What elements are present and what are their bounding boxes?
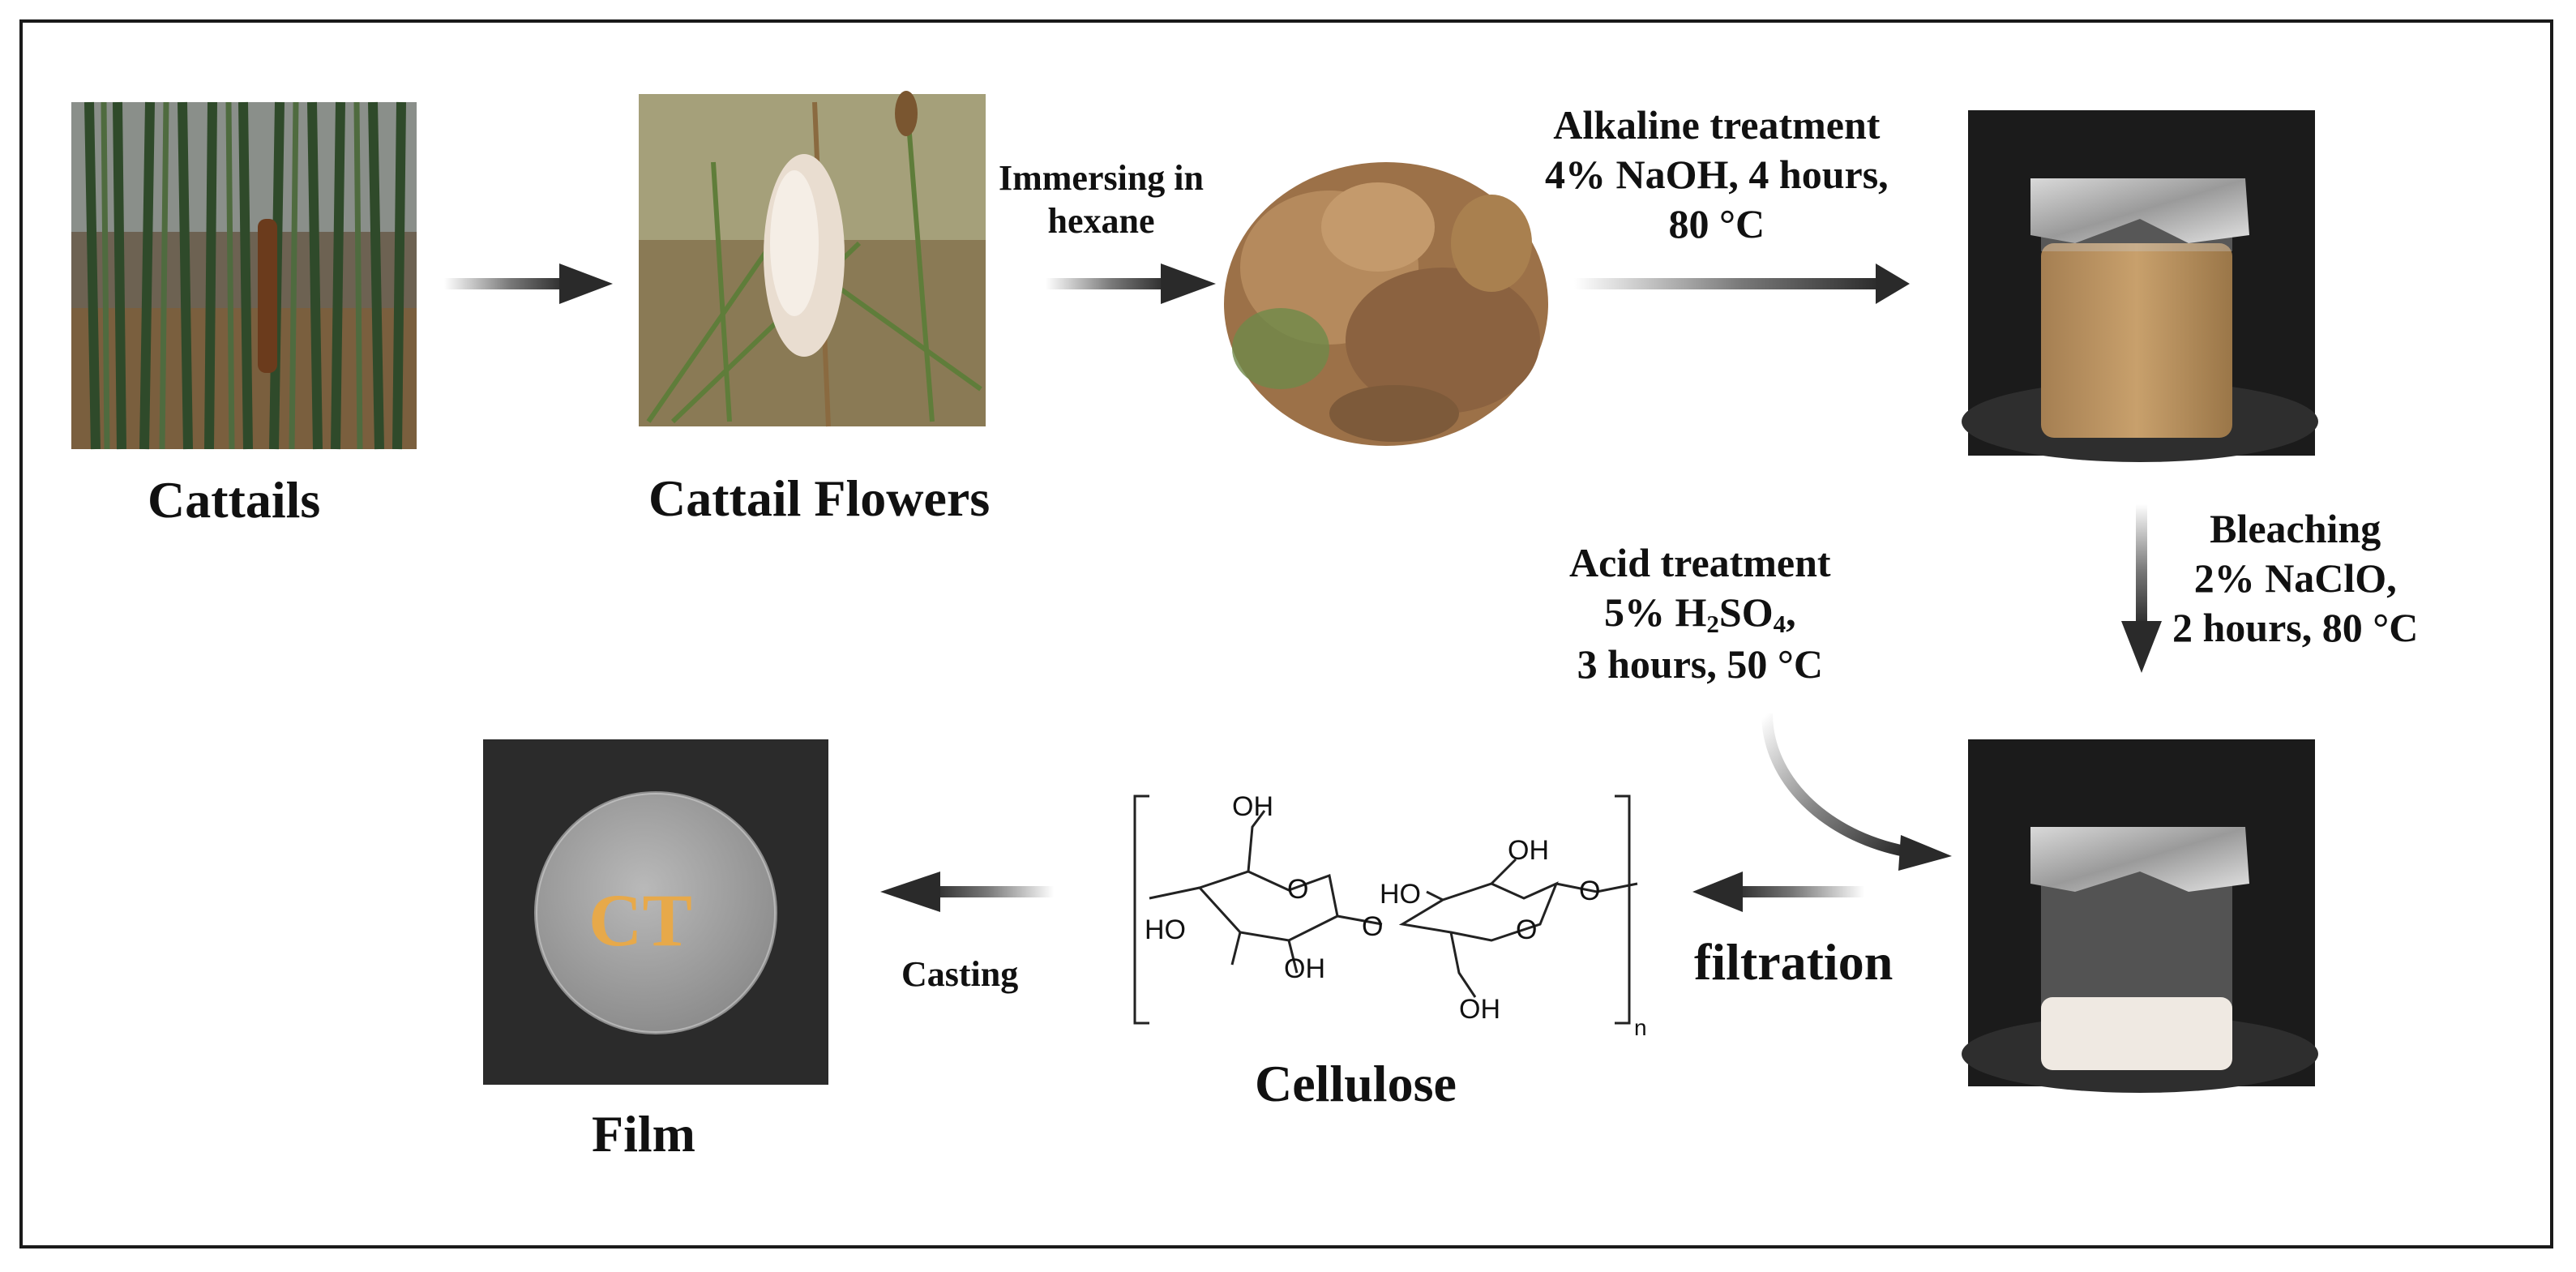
immersing-line-2: hexane [1047, 200, 1155, 241]
struct-ho-middle: HO [1380, 879, 1421, 910]
alkaline-beaker-photo [1962, 110, 2318, 462]
alkaline-line-1: Alkaline treatment [1553, 102, 1881, 148]
cellulose-structure [1133, 794, 1638, 1025]
filtration-label: filtration [1694, 933, 1893, 991]
acid-conc-sub-2: 2 [1706, 609, 1719, 638]
bleaching-line-3: 2 hours, 80 °C [2172, 605, 2419, 650]
figure-frame [19, 19, 2553, 1248]
bleaching-label: Bleaching 2% NaClO, 2 hours, 80 °C [2172, 504, 2418, 653]
bleaching-line-2: 2% NaClO, [2193, 555, 2397, 601]
struct-oh-bottom-left: OH [1284, 953, 1325, 984]
fiber-mass-photo [1224, 162, 1548, 446]
struct-oh-top-left: OH [1232, 791, 1273, 822]
arrow-flowers-to-fibers [1046, 263, 1216, 304]
acid-line-1: Acid treatment [1569, 540, 1831, 585]
alkaline-label: Alkaline treatment 4% NaOH, 4 hours, 80 … [1545, 101, 1889, 249]
struct-o-ring-left: O [1287, 874, 1309, 905]
bleaching-line-1: Bleaching [2210, 506, 2381, 551]
cattail-flowers-photo [639, 91, 986, 427]
arrow-fibers-to-alkaline [1574, 263, 1910, 304]
film-ct-text: CT [588, 879, 692, 961]
struct-ho-left: HO [1145, 914, 1186, 945]
acid-conc-so: SO [1718, 589, 1774, 635]
arrow-alkaline-to-bleaching [2121, 504, 2162, 673]
film-photo [483, 739, 828, 1085]
acid-line-3: 3 hours, 50 °C [1577, 640, 1823, 687]
cattail-flowers-label: Cattail Flowers [648, 469, 991, 527]
film-label: Film [592, 1105, 695, 1163]
alkaline-line-3: 80 °C [1668, 201, 1765, 246]
arrow-filtration-to-cellulose [1692, 872, 1864, 912]
casting-label: Casting [901, 954, 1019, 994]
bleached-beaker-photo [1962, 739, 2318, 1093]
acid-label: Acid treatment 5% H2SO4, 3 hours, 50 °C [1569, 538, 1831, 689]
struct-o-end: O [1579, 876, 1601, 906]
arrow-cattails-to-flowers [444, 263, 613, 304]
struct-oh-bottom-right: OH [1459, 994, 1500, 1025]
cellulose-label: Cellulose [1255, 1055, 1457, 1112]
cattails-label: Cattails [148, 471, 321, 529]
acid-conc-prefix: 5% H [1603, 589, 1707, 635]
struct-subscript-n: n [1634, 1015, 1647, 1040]
immersing-line-1: Immersing in [999, 158, 1204, 198]
alkaline-line-2: 4% NaOH, 4 hours, [1545, 152, 1889, 197]
arrow-acid-curve [1761, 713, 1952, 871]
cattails-photo [71, 101, 417, 450]
acid-conc-comma: , [1786, 589, 1796, 635]
immersing-label: Immersing in hexane [999, 157, 1204, 243]
struct-o-bridge: O [1362, 911, 1384, 942]
arrow-cellulose-to-film [880, 872, 1054, 912]
struct-o-ring-right: O [1516, 914, 1538, 945]
acid-line-2: 5% H2SO4, [1569, 588, 1831, 640]
struct-oh-top-right: OH [1508, 835, 1549, 866]
acid-conc-sub-4: 4 [1773, 609, 1787, 638]
